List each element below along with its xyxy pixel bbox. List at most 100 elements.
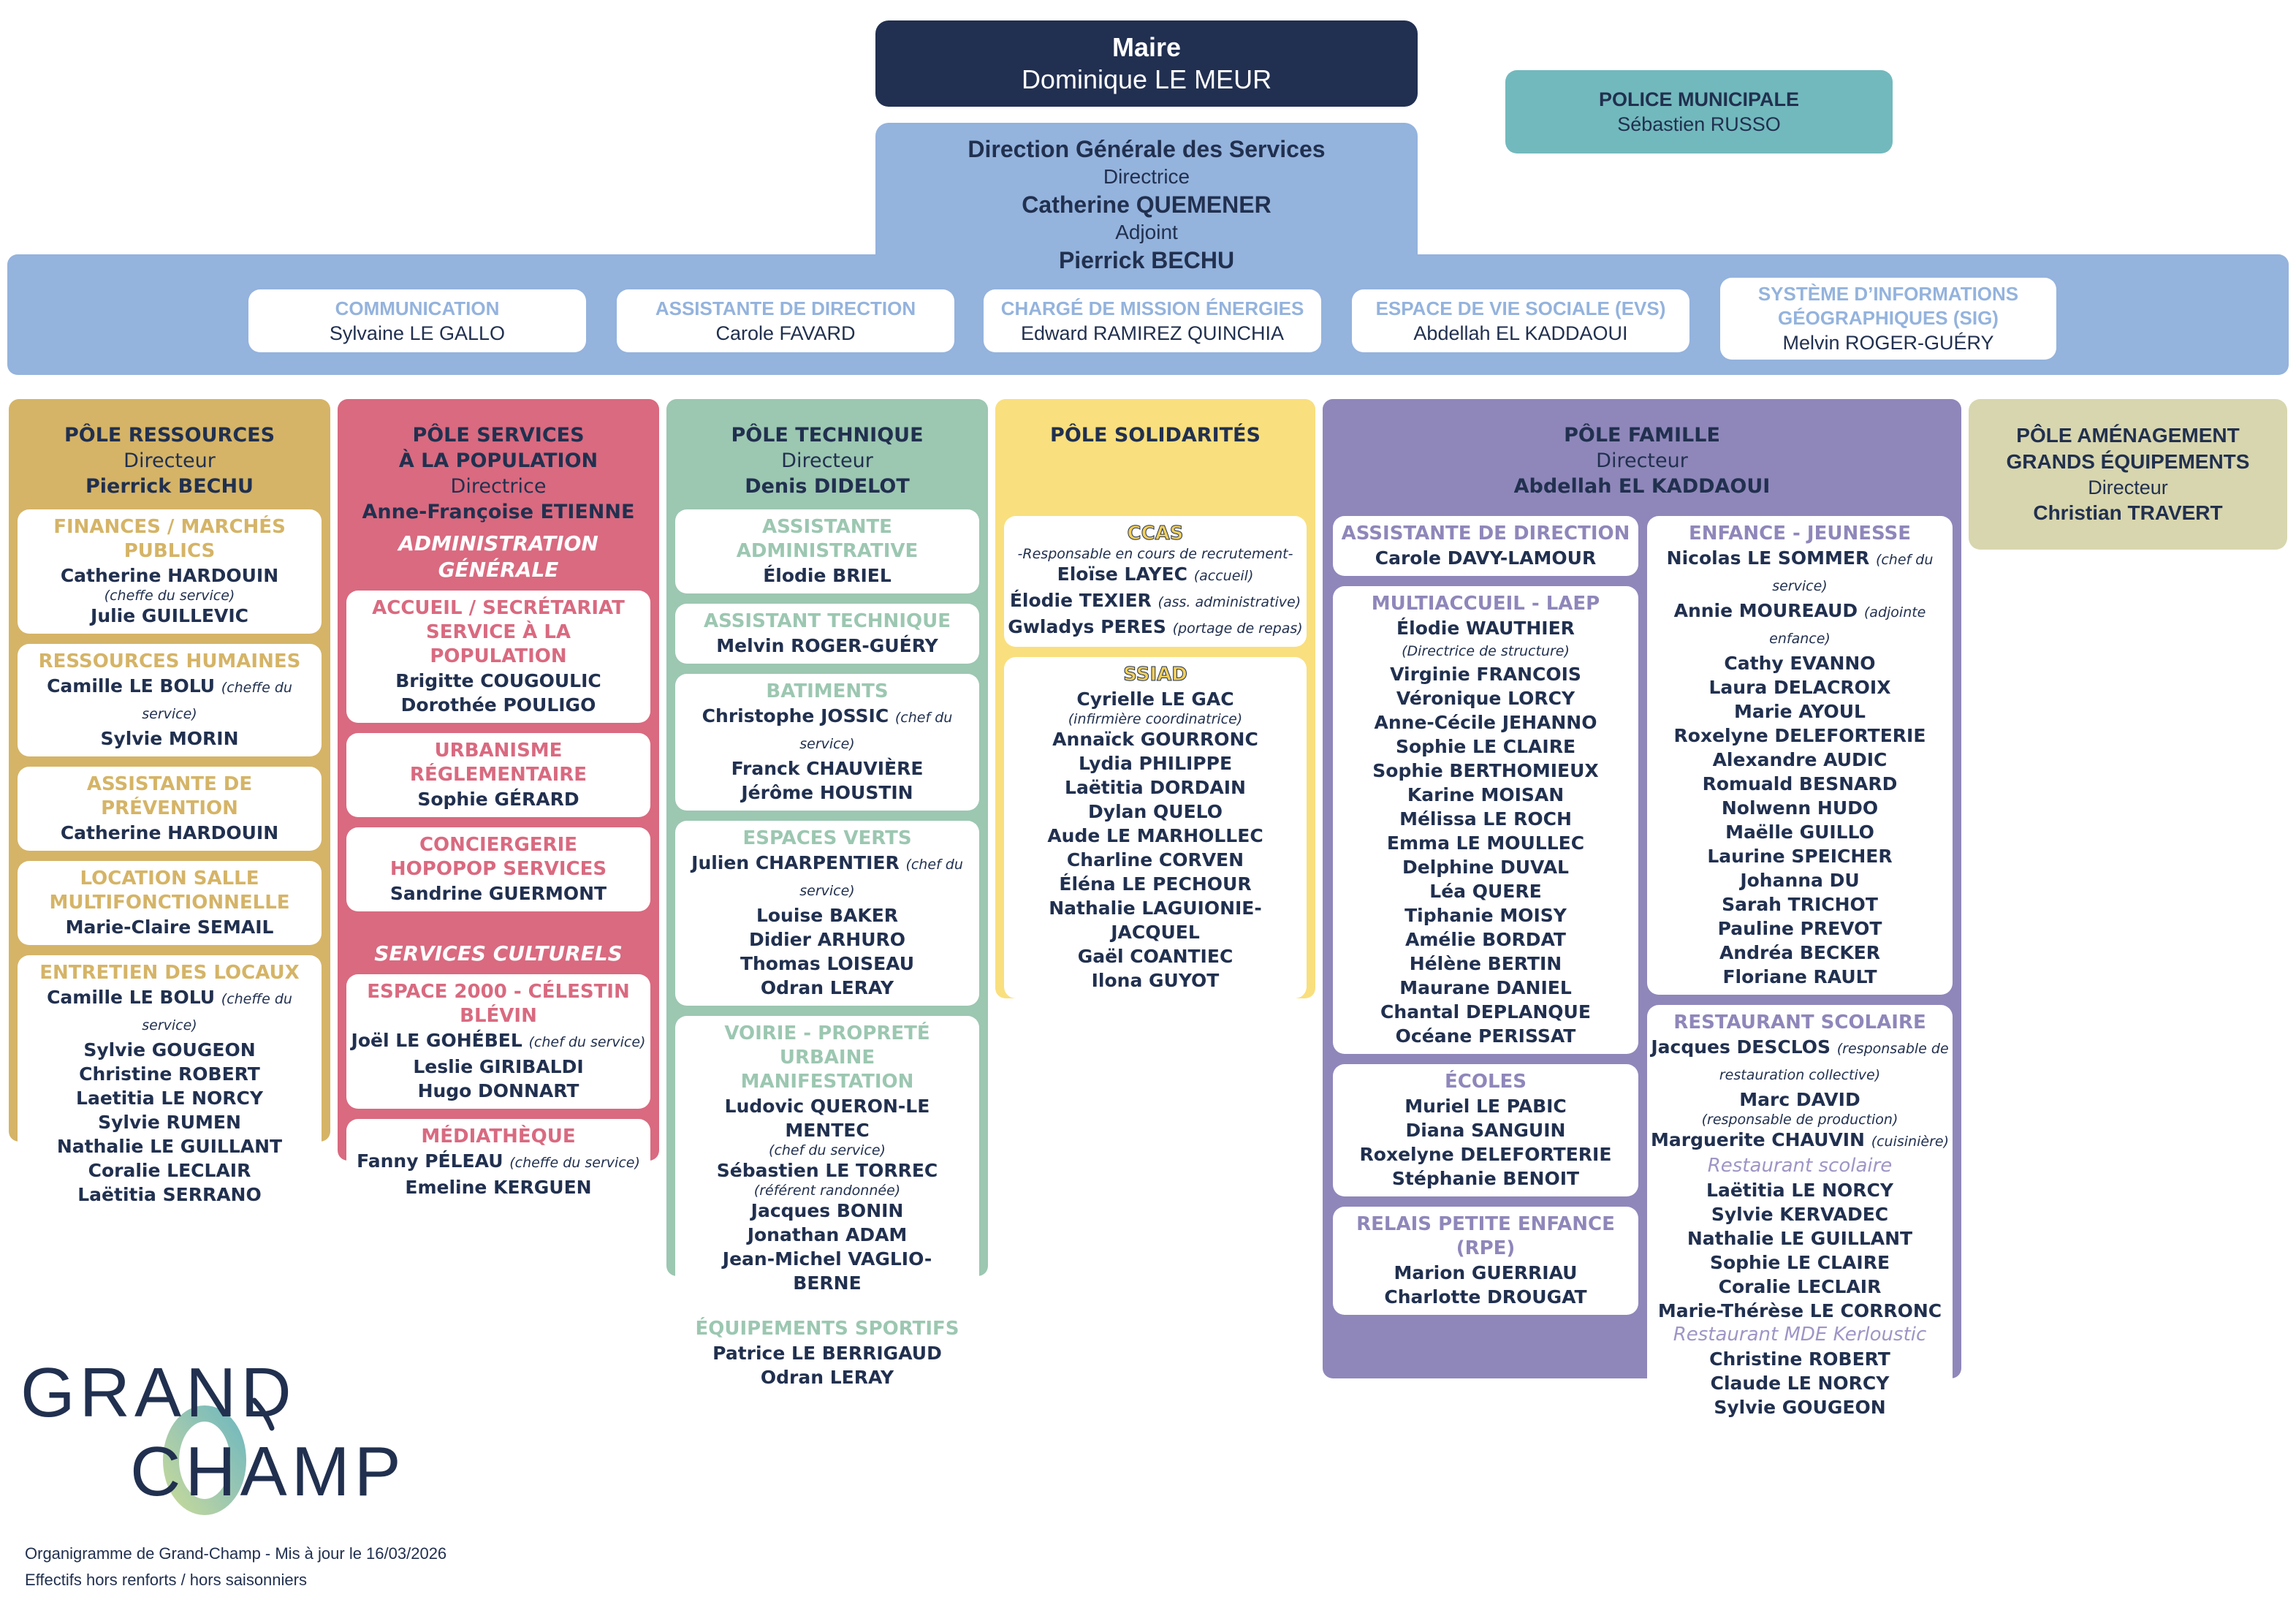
service-card-enfance-jeunesse: ENFANCE - JEUNESSE Nicolas LE SOMMER (ch… xyxy=(1647,516,1953,995)
person-name: Camille LE BOLU xyxy=(47,987,216,1008)
pole-title: PÔLE AMÉNAGEMENT xyxy=(2016,424,2240,447)
person-note: (chef du service) xyxy=(1772,552,1934,594)
person: Franck CHAUVIÈRE xyxy=(731,758,924,779)
person: Odran LERAY xyxy=(760,1367,894,1388)
dgs-card-title: ASSISTANTE DE DIRECTION xyxy=(655,297,916,319)
person: Pauline PREVOT xyxy=(1717,918,1882,939)
person: Coralie LECLAIR xyxy=(88,1160,251,1181)
person: Sylvie GOUGEON xyxy=(1714,1397,1886,1418)
pole-director: Pierrick BECHU xyxy=(85,475,254,498)
pole-amenagement: PÔLE AMÉNAGEMENT GRANDS ÉQUIPEMENTS Dire… xyxy=(1969,399,2287,550)
service-title: ASSISTANTE ADMINISTRATIVE xyxy=(736,516,919,562)
service-card-conciergerie: CONCIERGERIE HOPOPOP SERVICES Sandrine G… xyxy=(346,827,650,911)
pole-solidarites: PÔLE SOLIDARITÉS CCAS -Responsable en co… xyxy=(995,399,1315,998)
service-title: ENFANCE - JEUNESSE xyxy=(1688,523,1912,545)
person: Marie-Claire SEMAIL xyxy=(65,917,274,938)
person: Cyrielle LE GAC xyxy=(1076,688,1234,710)
recruitment-note: -Responsable en cours de recrutement- xyxy=(1017,546,1293,562)
pole-header: PÔLE SOLIDARITÉS xyxy=(1004,399,1307,516)
famille-right-column: ENFANCE - JEUNESSE Nicolas LE SOMMER (ch… xyxy=(1647,516,1953,1435)
footer-note: Effectifs hors renforts / hors saisonnie… xyxy=(25,1571,307,1589)
dgs-title: Direction Générale des Services xyxy=(968,136,1326,162)
person: Jacques BONIN xyxy=(750,1200,904,1221)
person: Jérôme HOUSTIN xyxy=(741,782,913,803)
service-card-espaces-verts: ESPACES VERTS Julien CHARPENTIER (chef d… xyxy=(675,821,979,1006)
person: Maëlle GUILLO xyxy=(1725,822,1874,843)
service-title: RELAIS PETITE ENFANCE (RPE) xyxy=(1356,1213,1615,1259)
person: Ilona GUYOT xyxy=(1091,970,1220,991)
person: Christine ROBERT xyxy=(79,1063,260,1085)
police-name: Sébastien RUSSO xyxy=(1617,113,1781,135)
person: Muriel LE PABIC xyxy=(1404,1096,1567,1117)
person: Anne-Cécile JEHANNO xyxy=(1374,712,1597,733)
service-title: URBANISME RÉGLEMENTAIRE xyxy=(409,740,588,786)
person-name: Gwladys PERES xyxy=(1008,616,1166,637)
pole-ressources: PÔLE RESSOURCES Directeur Pierrick BECHU… xyxy=(9,399,330,1213)
service-title: ASSISTANT TECHNIQUE xyxy=(704,610,951,632)
service-card-assistante-direction: ASSISTANTE DE DIRECTION Carole DAVY-LAMO… xyxy=(1333,516,1638,576)
pole-role: Directeur xyxy=(2088,477,2168,498)
person-note: (cheffe du service) xyxy=(509,1155,640,1171)
person: Roxelyne DELEFORTERIE xyxy=(1673,725,1926,746)
person: Maurane DANIEL xyxy=(1399,977,1572,998)
person: Chantal DEPLANQUE xyxy=(1380,1001,1591,1022)
section-services-culturels: SERVICES CULTURELS xyxy=(374,941,623,965)
person-name: Camille LE BOLU xyxy=(47,675,216,697)
person: Marion GUERRIAU xyxy=(1394,1262,1578,1283)
service-title: ASSISTANTE DE PRÉVENTION xyxy=(86,773,253,819)
service-card-ssiad: SSIAD Cyrielle LE GAC (infirmière coordi… xyxy=(1004,657,1307,998)
dgs-role-1: Directrice xyxy=(1103,165,1190,188)
service-card-equipements-sportifs: ÉQUIPEMENTS SPORTIFS Patrice LE BERRIGAU… xyxy=(675,1311,979,1395)
person-note: (responsable de production) xyxy=(1701,1112,1898,1128)
person-name: Nicolas LE SOMMER xyxy=(1666,547,1870,569)
group-label: Restaurant MDE Kerloustic xyxy=(1673,1324,1927,1346)
service-card-location-salle: LOCATION SALLE MULTIFONCTIONNELLE Marie-… xyxy=(18,861,322,945)
service-card-ecoles: ÉCOLES Muriel LE PABIC Diana SANGUIN Rox… xyxy=(1333,1064,1638,1196)
person-note: (adjointe enfance) xyxy=(1769,604,1926,647)
person: Léa QUERE xyxy=(1429,881,1542,902)
pole-director: Denis DIDELOT xyxy=(745,475,910,498)
person: Sophie GÉRARD xyxy=(417,789,579,810)
person: Éléna LE PECHOUR xyxy=(1059,873,1252,895)
person: Laura DELACROIX xyxy=(1708,677,1891,698)
person: Marguerite CHAUVIN (cuisinière) xyxy=(1650,1128,1950,1154)
person: Jacques DESCLOS (responsable de restaura… xyxy=(1650,1035,1950,1088)
person: Élodie TEXIER (ass. administrative) xyxy=(1007,588,1304,615)
person: Annaïck GOURRONC xyxy=(1052,729,1258,750)
person: Catherine HARDOUIN xyxy=(60,565,279,586)
person: Lydia PHILIPPE xyxy=(1078,753,1233,774)
person: Ludovic QUERON-LE MENTEC xyxy=(724,1096,930,1141)
person-note: (chef du service) xyxy=(769,1142,886,1158)
logo-arc-icon xyxy=(251,1397,275,1431)
person: Diana SANGUIN xyxy=(1405,1120,1566,1141)
maire-box: Maire Dominique LE MEUR xyxy=(875,20,1418,107)
maire-name: Dominique LE MEUR xyxy=(1021,64,1272,94)
dgs-card-energies: CHARGÉ DE MISSION ÉNERGIES Edward RAMIRE… xyxy=(984,289,1321,352)
person: Thomas LOISEAU xyxy=(740,953,915,974)
pole-title-2: GRANDS ÉQUIPEMENTS xyxy=(2006,450,2250,473)
person: Andréa BECKER xyxy=(1719,942,1881,963)
pole-title: PÔLE SOLIDARITÉS xyxy=(1050,424,1261,447)
person: Tiphanie MOISY xyxy=(1404,905,1567,926)
service-card-multiaccueil: MULTIACCUEIL - LAEP Élodie WAUTHIER (Dir… xyxy=(1333,586,1638,1054)
person: Melvin ROGER-GUÉRY xyxy=(716,635,938,656)
person-name: Eloïse LAYEC xyxy=(1057,564,1187,585)
dgs-card-sig: SYSTÈME D’INFORMATIONS GÉOGRAPHIQUES (SI… xyxy=(1720,278,2056,360)
police-title: POLICE MUNICIPALE xyxy=(1598,88,1799,110)
service-title: MÉDIATHÈQUE xyxy=(421,1126,576,1147)
dgs-card-communication: COMMUNICATION Sylvaine LE GALLO xyxy=(248,289,586,352)
person: Sandrine GUERMONT xyxy=(389,883,607,904)
service-card-batiments: BATIMENTS Christophe JOSSIC (chef du ser… xyxy=(675,674,979,811)
person: Romuald BESNARD xyxy=(1702,773,1898,794)
person: Camille LE BOLU (cheffe du service) xyxy=(20,985,319,1038)
person: Laëtitia SERRANO xyxy=(77,1184,262,1205)
famille-left-column: ASSISTANTE DE DIRECTION Carole DAVY-LAMO… xyxy=(1333,516,1638,1325)
person: Laurine SPEICHER xyxy=(1707,846,1893,867)
logo-ring-icon xyxy=(163,1405,246,1515)
person: Eloïse LAYEC (accueil) xyxy=(1007,562,1304,588)
person: Cathy EVANNO xyxy=(1724,653,1876,674)
service-title: ÉCOLES xyxy=(1445,1071,1527,1093)
person: Karine MOISAN xyxy=(1407,784,1565,805)
person: Élodie WAUTHIER xyxy=(1396,618,1575,639)
person-note: (responsable de restauration collective) xyxy=(1719,1041,1949,1083)
